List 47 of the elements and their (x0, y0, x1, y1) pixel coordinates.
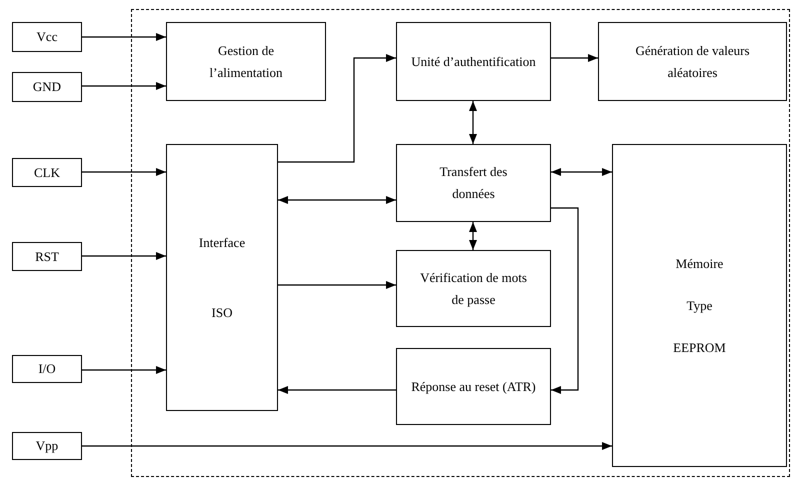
block-box (12, 22, 82, 52)
block-label: ISO (212, 304, 232, 322)
block-box (12, 158, 82, 187)
arrow (82, 252, 166, 260)
arrow (278, 386, 396, 394)
block-label: RST (35, 248, 59, 266)
block-label: Vpp (36, 437, 58, 455)
block-label: Vcc (36, 28, 58, 46)
double-arrow (469, 222, 477, 250)
arrow (551, 207, 579, 394)
block-box (612, 144, 787, 467)
block-label: CLK (34, 164, 60, 182)
block-label: Mémoire (676, 254, 724, 272)
block-label: Transfert des données (438, 163, 508, 203)
block-box (12, 355, 82, 383)
block-box (166, 144, 278, 411)
block-label: Réponse au reset (ATR) (411, 378, 536, 396)
block-box (12, 242, 82, 271)
chip-boundary (131, 9, 790, 477)
arrow (82, 82, 166, 90)
arrow (82, 442, 612, 450)
block-box (12, 432, 82, 460)
block-label: Génération de valeurs aléatoires (634, 42, 751, 82)
double-arrow (551, 168, 612, 176)
block-box (12, 72, 82, 102)
block-box (396, 250, 551, 327)
block-box (396, 144, 551, 222)
arrow (278, 54, 396, 163)
block-label: Gestion de l’alimentation (208, 42, 284, 82)
arrow (82, 168, 166, 176)
block-label: Vérification de mots de passe (419, 268, 528, 309)
block-box (166, 22, 326, 101)
block-label: I/O (38, 360, 56, 378)
block-label: Unité d’authentification (411, 52, 536, 70)
block-label: Interface (198, 234, 246, 252)
block-box (396, 348, 551, 425)
block-box (396, 22, 551, 101)
block-box (598, 22, 787, 101)
arrow (551, 54, 598, 62)
double-arrow (469, 101, 477, 144)
block-label: GND (32, 78, 62, 96)
block-label: Type (686, 296, 712, 315)
arrow (278, 281, 396, 289)
arrow (82, 366, 166, 374)
block-label: EEPROM (673, 338, 726, 356)
double-arrow (278, 196, 396, 204)
arrow (82, 33, 166, 41)
